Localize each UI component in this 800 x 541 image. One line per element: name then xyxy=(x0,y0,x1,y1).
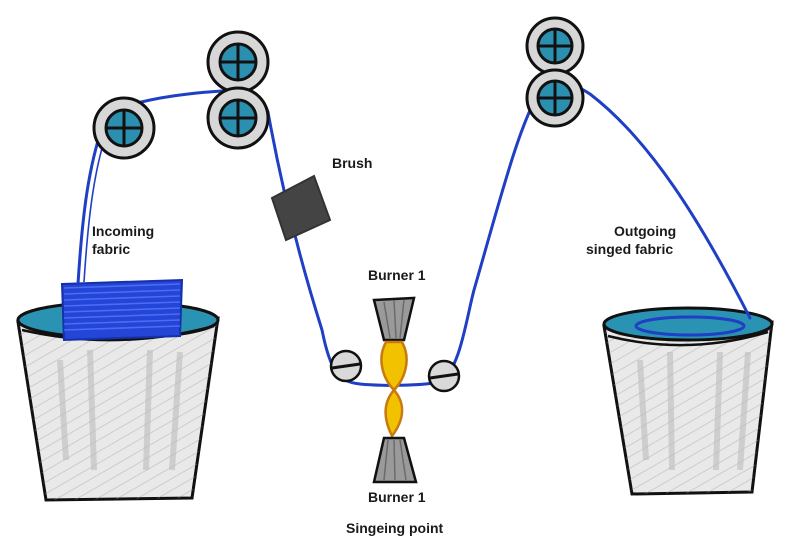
burner-bottom-label: Burner 1 xyxy=(368,489,426,505)
bottom-roller-right xyxy=(427,359,461,393)
outgoing-fabric-label-line2: singed fabric xyxy=(586,241,673,257)
incoming-bucket xyxy=(16,300,220,502)
brush-label: Brush xyxy=(332,155,372,171)
guide-roller-left xyxy=(92,96,156,160)
bottom-roller-left xyxy=(329,349,363,383)
guide-roller-pair-left-bottom xyxy=(206,86,270,150)
outgoing-fabric-label-line1: Outgoing xyxy=(614,223,676,239)
incoming-fabric-label-line2: fabric xyxy=(92,241,130,257)
burner-top xyxy=(372,296,416,342)
burner-top-label: Burner 1 xyxy=(368,267,426,283)
guide-roller-pair-left-top xyxy=(206,30,270,94)
brush-icon xyxy=(270,174,332,242)
flame-icon xyxy=(380,340,408,439)
guide-roller-pair-right-bottom xyxy=(525,68,585,128)
incoming-fabric-label-line1: Incoming xyxy=(92,223,154,239)
burner-bottom xyxy=(372,436,418,484)
incoming-fabric-coil xyxy=(60,278,184,342)
outgoing-fabric-coil xyxy=(634,315,746,337)
singeing-point-label: Singeing point xyxy=(346,520,444,536)
guide-roller-pair-right-top xyxy=(525,16,585,76)
